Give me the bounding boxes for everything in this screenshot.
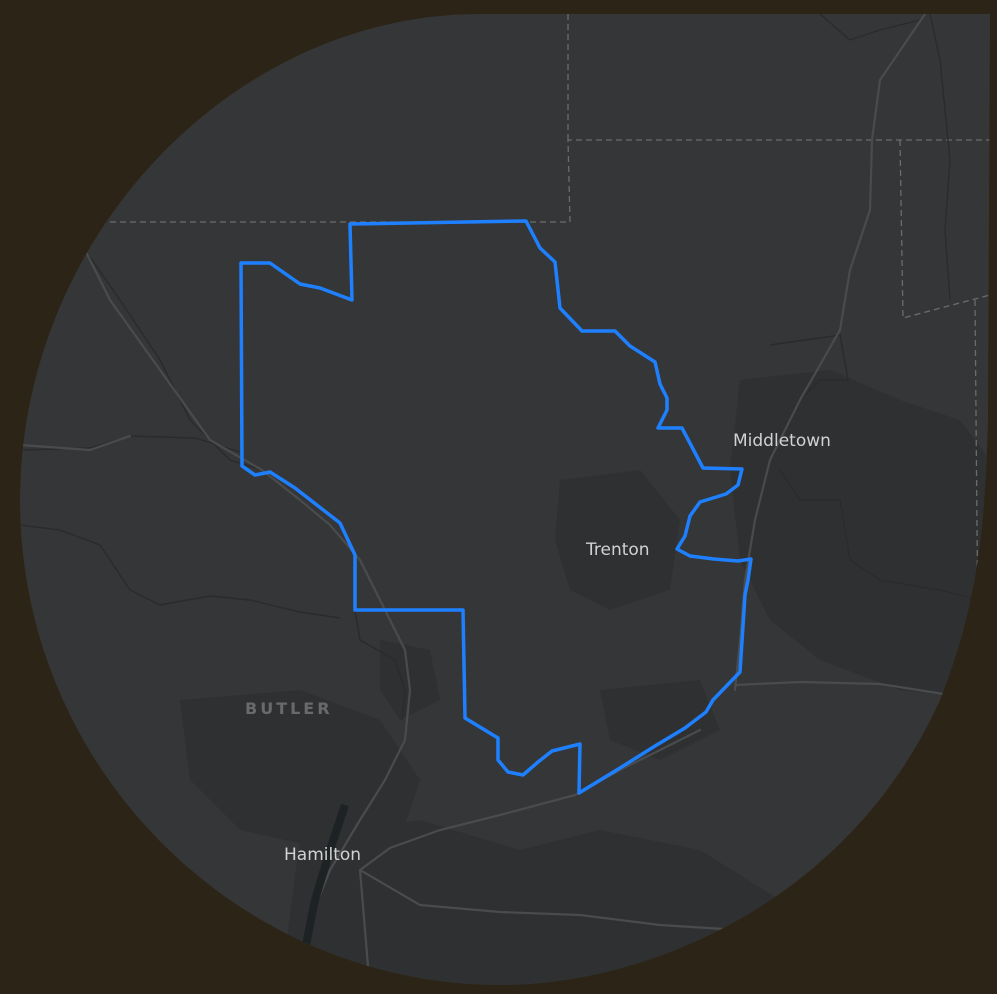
label-butler-county: BUTLER	[245, 699, 333, 718]
label-hamilton: Hamilton	[284, 845, 361, 865]
selected-area-outline[interactable]	[239, 219, 753, 795]
urban-areas	[180, 370, 990, 985]
label-trenton: Trenton	[585, 540, 650, 560]
label-middletown: Middletown	[733, 431, 831, 451]
